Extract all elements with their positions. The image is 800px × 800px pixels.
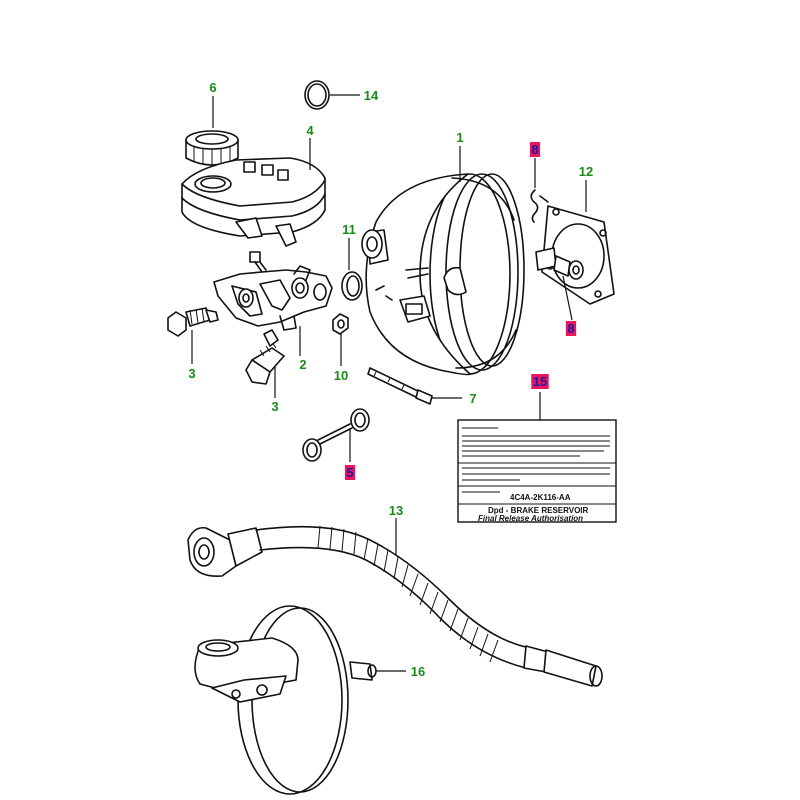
- callout-8-upper: 8: [529, 142, 541, 157]
- callout-5: 5: [344, 465, 356, 480]
- svg-text:8: 8: [567, 321, 574, 336]
- part-reservoir-cap: [185, 130, 239, 166]
- part-reservoir-bolt: [249, 251, 267, 273]
- svg-text:13: 13: [389, 503, 403, 518]
- svg-text:6: 6: [209, 80, 216, 95]
- decal-part-number: 4C4A-2K116-AA: [510, 493, 571, 502]
- callout-highlight-box: [565, 321, 577, 336]
- part-hose-clamp: [302, 408, 370, 462]
- svg-text:5: 5: [346, 465, 353, 480]
- part-reservoir-decal: 4C4A-2K116-AA Dpd - BRAKE RESERVOIR Fina…: [457, 419, 617, 523]
- part-check-valve: [535, 247, 584, 280]
- svg-text:4: 4: [306, 123, 314, 138]
- decal-product-line: Dpd - BRAKE RESERVOIR: [488, 506, 589, 515]
- callout-13: 13: [389, 503, 403, 518]
- part-brake-booster: [361, 173, 525, 376]
- svg-text:2: 2: [299, 357, 306, 372]
- svg-text:14: 14: [364, 88, 379, 103]
- part-vacuum-hose: [187, 525, 603, 687]
- part-nut: [332, 313, 349, 335]
- part-pressure-switch-lower: [245, 329, 285, 385]
- callout-7: 7: [469, 391, 476, 406]
- svg-text:15: 15: [533, 374, 547, 389]
- callout-3-left: 3: [188, 366, 195, 381]
- part-master-cylinder: [213, 265, 333, 331]
- svg-text:10: 10: [334, 368, 348, 383]
- part-spring-clip: [530, 189, 549, 223]
- callout-16: 16: [411, 664, 425, 679]
- decal-release-line: Final Release Authorisation: [478, 514, 583, 523]
- part-booster-seal: [341, 271, 363, 301]
- svg-text:11: 11: [342, 222, 356, 237]
- svg-text:16: 16: [411, 664, 425, 679]
- callout-15: 15: [531, 374, 549, 389]
- callout-8-lower: 8: [565, 321, 577, 336]
- callout-12: 12: [579, 164, 593, 179]
- svg-text:3: 3: [271, 399, 278, 414]
- callout-highlight-box: [344, 465, 356, 480]
- svg-text:3: 3: [188, 366, 195, 381]
- callout-10: 10: [334, 368, 348, 383]
- svg-text:8: 8: [531, 142, 538, 157]
- svg-text:1: 1: [456, 130, 463, 145]
- part-brake-reservoir: [181, 157, 326, 247]
- callout-2: 2: [299, 357, 306, 372]
- leader-8a: [562, 275, 573, 321]
- callout-highlight-box: [531, 374, 549, 389]
- callout-3-lower: 3: [271, 399, 278, 414]
- part-booster-assembly: [194, 605, 377, 795]
- part-push-rod: [367, 367, 433, 405]
- callout-6: 6: [209, 80, 216, 95]
- callout-11: 11: [342, 222, 356, 237]
- part-pressure-switch-left: [167, 307, 219, 337]
- part-o-ring: [304, 80, 330, 110]
- svg-text:12: 12: [579, 164, 593, 179]
- callout-4: 4: [306, 123, 314, 138]
- callout-14: 14: [364, 88, 379, 103]
- callout-highlight-box: [529, 142, 541, 157]
- callout-1: 1: [456, 130, 463, 145]
- svg-text:7: 7: [469, 391, 476, 406]
